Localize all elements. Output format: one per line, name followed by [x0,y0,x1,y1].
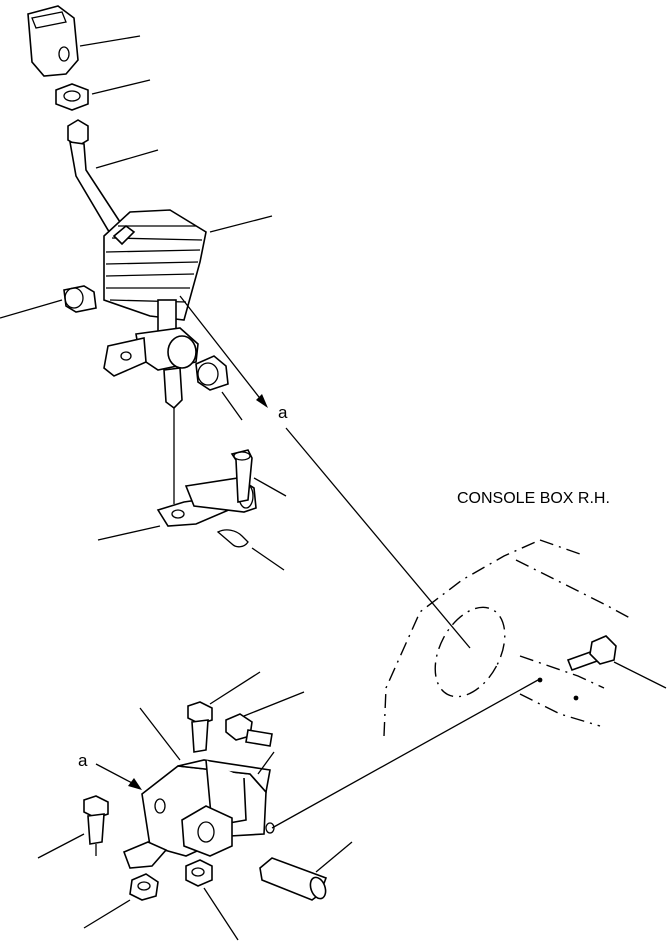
clevis-pin [230,449,253,503]
console-box [383,539,631,737]
rod-to-console [271,679,539,829]
leader-bushing-left [0,299,63,319]
mounting-bracket [122,759,275,869]
ref-a-upper: a [278,403,288,422]
arrow-icon [128,778,142,790]
leader-bolt-left [37,833,85,859]
leader-roller-pin [315,841,353,873]
ref-line-console [285,427,471,649]
leader-nut-right [203,887,239,941]
bracket-bolt-left [83,795,109,845]
console-bolt [566,635,617,672]
leader-bushing-right [221,391,243,421]
cotter-pin [216,529,249,548]
roller-pin [259,857,328,901]
bushing-left [63,285,97,313]
lever-knob [27,5,79,77]
nut-right [185,859,213,887]
nut-left [129,873,159,901]
leader-nut-left [83,899,131,929]
lock-nut [55,83,89,111]
leader-cotter-pin [251,547,285,571]
bracket-screw [225,713,273,747]
lever-rod [67,119,130,242]
pivot-shaft [103,299,199,410]
arrow-icon [256,394,268,408]
lever-boot [103,209,207,321]
leader-console-bolt [613,661,667,689]
leader-bracket [139,707,181,761]
leader-bracket-right [257,751,275,775]
leader-link-plate [97,525,161,541]
leader-boot [209,215,273,233]
ref-line-upper [179,295,267,407]
leader-knob [79,35,141,47]
bracket-bolt-top [187,701,213,753]
bushing-right [195,355,229,391]
leader-rod [95,149,159,169]
leader-clevis-pin [253,477,287,497]
console-box-label: CONSOLE BOX R.H. [457,490,610,507]
ref-a-lower: a [78,751,88,770]
leader-bolt-top [209,671,261,705]
ref-line-lower [95,763,135,785]
leader-screw [243,691,305,717]
leader-nut [91,79,151,95]
